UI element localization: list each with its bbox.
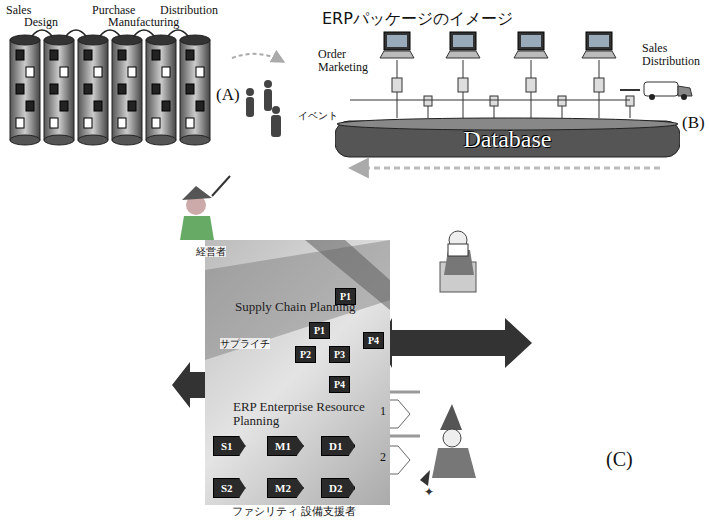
right-double-arrow bbox=[388, 318, 532, 368]
process-box: P1 bbox=[335, 288, 356, 305]
database-label: Database bbox=[335, 118, 680, 160]
part-letter: (A) bbox=[216, 86, 240, 105]
box-label: S2 bbox=[221, 482, 233, 494]
chevron-box: D1 bbox=[321, 436, 355, 456]
box-label: P3 bbox=[334, 349, 345, 360]
silo-label: Design bbox=[24, 16, 58, 29]
executive-figure bbox=[180, 176, 230, 240]
panel-title: Supply Chain Planning bbox=[235, 300, 385, 314]
part-letter: (C) bbox=[606, 448, 633, 470]
tab-number: 1 bbox=[380, 405, 386, 418]
box-label: M1 bbox=[275, 440, 291, 452]
planning-panel: Supply Chain PlanningERP Enterprise Reso… bbox=[205, 240, 390, 505]
chevron-box: M1 bbox=[267, 436, 304, 456]
process-box: P2 bbox=[295, 346, 316, 363]
process-box: P1 bbox=[309, 322, 330, 339]
panel-band bbox=[205, 240, 390, 505]
box-label: P4 bbox=[334, 379, 345, 390]
process-box: P4 bbox=[363, 332, 384, 349]
chevron-box: S1 bbox=[213, 436, 246, 456]
box-label: D2 bbox=[329, 482, 342, 494]
transition-arrow bbox=[232, 54, 284, 62]
silo-cylinders bbox=[10, 30, 210, 145]
panel-title: ERP Enterprise Resource Planning bbox=[233, 400, 373, 429]
role-label: ファシリティ 設備支援者 bbox=[232, 506, 357, 518]
port-label: Order Marketing bbox=[318, 48, 374, 74]
role-label: 経営者 bbox=[196, 246, 226, 257]
box-label: S1 bbox=[221, 440, 233, 452]
reader-figure bbox=[440, 231, 476, 292]
box-label: P4 bbox=[368, 335, 379, 346]
chevron-box: S2 bbox=[213, 478, 246, 498]
people-figures bbox=[246, 80, 281, 137]
box-label: P2 bbox=[300, 349, 311, 360]
return-arrow bbox=[350, 167, 660, 170]
chevron-box: D2 bbox=[321, 478, 355, 498]
box-label: M2 bbox=[275, 482, 291, 494]
process-box: P3 bbox=[329, 346, 350, 363]
section-title: ERPパッケージのイメージ bbox=[322, 10, 513, 28]
tab-line bbox=[390, 435, 420, 438]
box-label: P1 bbox=[340, 291, 351, 302]
silo-label: Distribution bbox=[160, 4, 218, 17]
event-label: イベント bbox=[298, 110, 338, 121]
chevron-box: M2 bbox=[267, 478, 304, 498]
tab-line bbox=[390, 391, 420, 394]
part-letter: (B) bbox=[682, 114, 705, 133]
laptops bbox=[350, 32, 640, 118]
silo-label: Manufacturing bbox=[108, 16, 179, 29]
box-label: D1 bbox=[329, 440, 342, 452]
database-cylinder: Database bbox=[335, 118, 680, 160]
role-label: サプライチ bbox=[220, 338, 270, 349]
port-label: Sales Distribution bbox=[642, 42, 702, 68]
box-label: P1 bbox=[314, 325, 325, 336]
wizard-figure: ✦ bbox=[420, 404, 476, 499]
svg-text:✦: ✦ bbox=[424, 485, 434, 499]
delivery-van bbox=[644, 82, 692, 100]
process-box: P4 bbox=[329, 376, 350, 393]
tab-number: 2 bbox=[380, 451, 386, 464]
